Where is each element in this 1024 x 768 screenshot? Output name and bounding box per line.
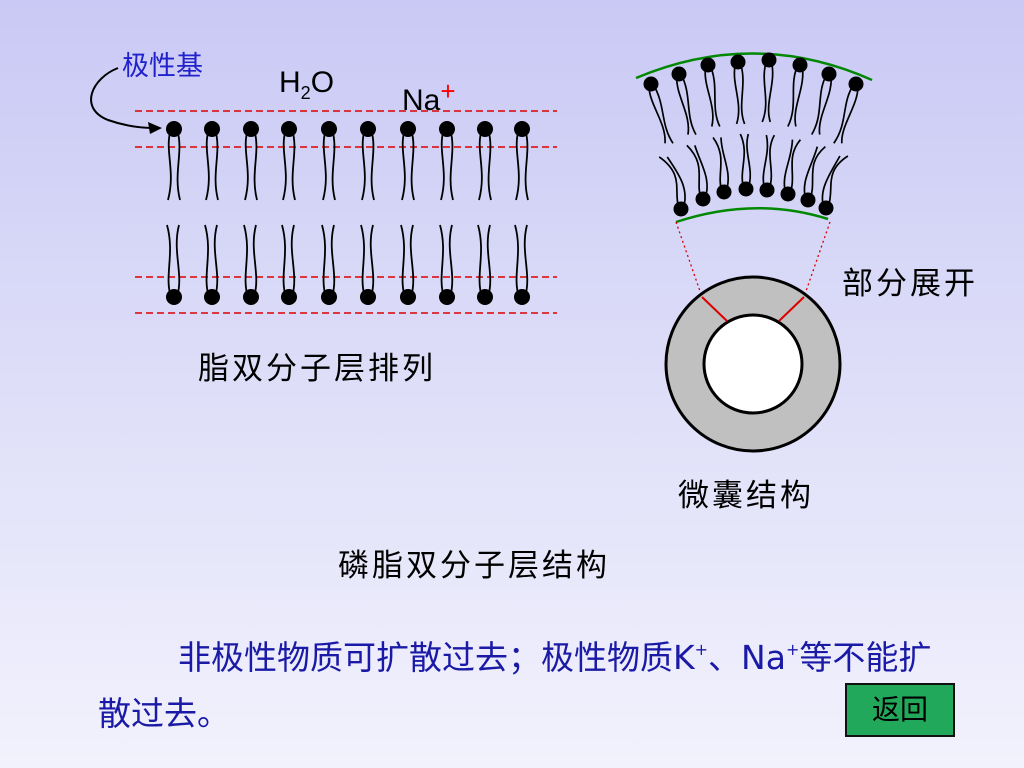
lipid-bottom — [281, 224, 297, 305]
polar-head-label: 极性基 — [122, 51, 203, 82]
micelle-lipid-outer — [761, 52, 777, 123]
micelle-lipid-inner — [658, 156, 689, 217]
para-part1: 非极性物质可扩散过去；极性物质K — [178, 638, 695, 677]
para-part2: 、Na — [708, 638, 786, 677]
lipid-bottom — [321, 224, 337, 305]
pointer-arrow — [90, 67, 162, 134]
lipid-top — [166, 121, 182, 201]
micelle-fragment — [635, 52, 873, 224]
explanation-paragraph: 非极性物质可扩散过去；极性物质K+、Na+等不能扩散过去。 — [98, 622, 958, 742]
micelle-lipid-inner — [759, 134, 776, 198]
lipid-top — [243, 121, 259, 201]
lipid-bottom — [204, 224, 220, 305]
lipid-bottom — [360, 224, 376, 305]
lipid-top — [514, 121, 530, 201]
lipid-bottom — [166, 224, 182, 305]
water-h: H — [279, 66, 301, 99]
na-charge: + — [785, 640, 800, 659]
unfold-caption: 部分展开 — [842, 266, 978, 302]
back-button[interactable]: 返回 — [845, 683, 955, 737]
lipid-top — [400, 121, 416, 201]
sodium-charge: + — [440, 76, 456, 106]
micelle-lipid-inner — [818, 155, 849, 216]
micelle-lipid-inner — [800, 145, 826, 208]
water-o: O — [310, 66, 335, 99]
lipid-bottom — [439, 224, 455, 305]
lipid-bottom — [514, 224, 530, 305]
micelle-lipid-outer — [833, 76, 864, 144]
connector-lines — [675, 221, 831, 298]
micelle-lipid-outer — [700, 57, 721, 127]
k-charge: + — [694, 640, 709, 659]
lipid-bilayer — [166, 121, 530, 305]
micelle-lipid-outer — [643, 76, 674, 144]
bilayer-caption: 脂双分子层排列 — [198, 351, 436, 387]
lipid-bottom — [477, 224, 493, 305]
lipid-top — [204, 121, 220, 201]
lipid-top — [477, 121, 493, 201]
sodium-ion-label: Na+ — [402, 76, 456, 118]
lipid-top — [360, 121, 376, 201]
water-molecule-label: H2O — [279, 66, 334, 104]
micelle-lipid-outer — [787, 57, 808, 127]
lipid-bottom — [400, 224, 416, 305]
water-subscript: 2 — [300, 83, 311, 103]
sodium-symbol: Na — [402, 84, 441, 117]
membrane-boundaries — [135, 110, 557, 314]
lipid-bottom — [243, 224, 259, 305]
lipid-top — [281, 121, 297, 201]
micelle-lipid-inner — [780, 139, 802, 202]
micelle-lipids — [643, 52, 864, 217]
inner-arc — [675, 206, 829, 224]
micelle-lipid-outer — [730, 54, 746, 125]
lipid-top — [321, 121, 337, 201]
diagram-title: 磷脂双分子层结构 — [338, 548, 610, 584]
outer-arc — [635, 52, 873, 82]
micelle-ring — [664, 275, 842, 453]
micelle-lipid-inner — [712, 136, 732, 200]
micelle-lipid-inner — [686, 144, 711, 207]
micelle-lipid-inner — [738, 133, 754, 197]
micelle-lipid-outer — [810, 66, 837, 135]
lipid-top — [439, 121, 455, 201]
para-part3: 等不能扩散过去。 — [98, 638, 932, 733]
micelle-caption: 微囊结构 — [678, 478, 814, 514]
micelle-lipid-outer — [671, 66, 697, 136]
